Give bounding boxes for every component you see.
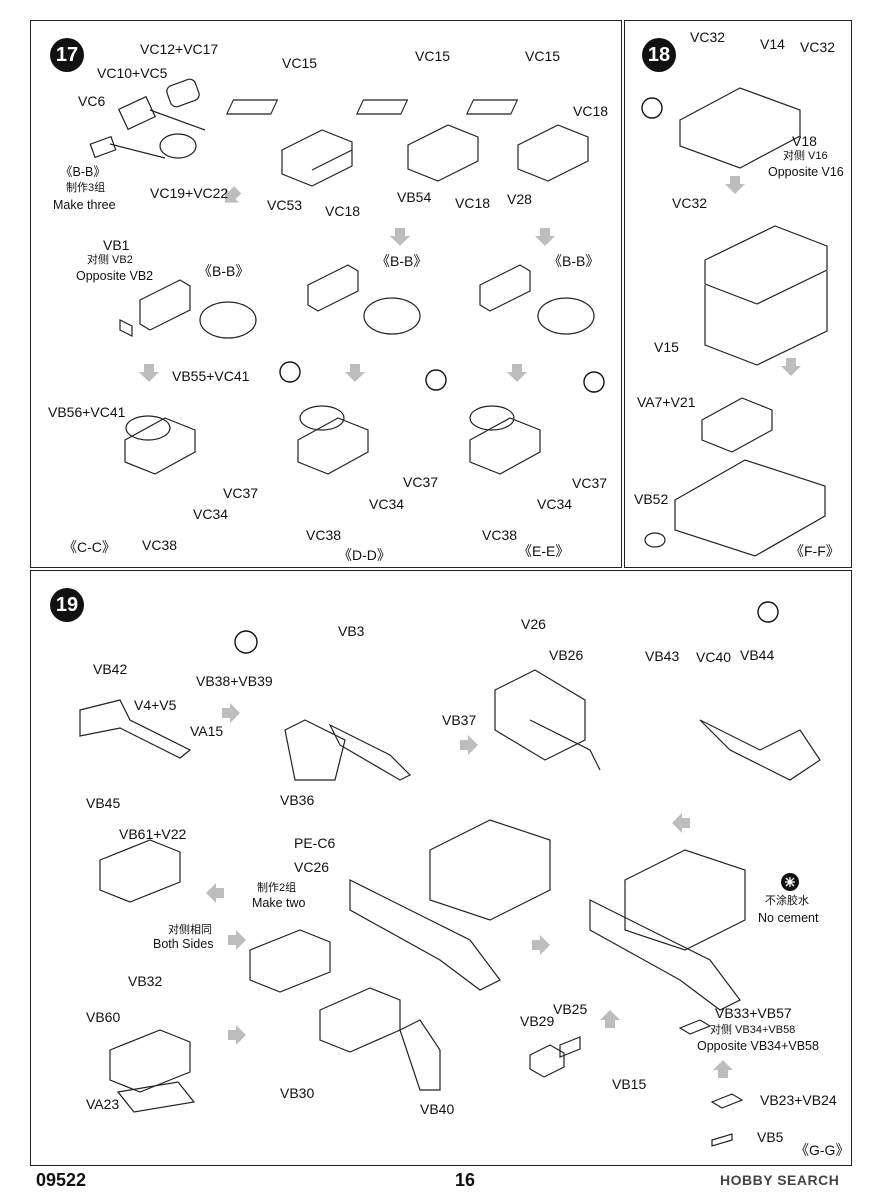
label-opposite-vb2-en: Opposite VB2 [76,269,154,283]
label-vb5: VB5 [757,1129,784,1145]
label-bb-1: 《B-B》 [60,165,106,179]
watermark-logo: HOBBY SEARCH [720,1172,840,1188]
label-vb40: VB40 [420,1101,455,1117]
label-vc18-a: VC18 [325,203,361,219]
label-vb52: VB52 [634,491,669,507]
label-no-cement-en: No cement [758,911,819,925]
label-v14: V14 [760,36,785,52]
label-v28: V28 [507,191,532,207]
label-vc15-c: VC15 [525,48,561,64]
label-opposite-vb2-cn: 对侧 VB2 [87,254,133,266]
label-vb25: VB25 [553,1001,588,1017]
label-vc26: VC26 [294,859,330,875]
label-va7-v21: VA7+V21 [637,394,696,410]
label-va15: VA15 [190,723,224,739]
label-va23: VA23 [86,1096,120,1112]
label-vb29: VB29 [520,1013,555,1029]
label-opposite-vb34-cn: 对侧 VB34+VB58 [710,1024,796,1036]
label-no-cement-cn: 不涂胶水 [765,895,809,907]
label-opposite-v16-en: Opposite V16 [768,165,844,179]
label-bb-2: 《B-B》 [198,263,250,279]
label-vb55-vc41: VB55+VC41 [172,368,250,384]
label-vb37: VB37 [442,712,477,728]
label-vc34-a: VC34 [193,506,229,522]
label-make-two-en: Make two [252,896,306,910]
label-vb42: VB42 [93,661,128,677]
label-gg: 《G-G》 [795,1142,850,1158]
label-vb60: VB60 [86,1009,121,1025]
label-vc32-b: VC32 [800,39,836,55]
label-ff: 《F-F》 [790,543,840,559]
label-v15: V15 [654,339,679,355]
step-18-number: 18 [642,38,676,72]
page-number: 16 [455,1170,476,1190]
label-bb-4: 《B-B》 [548,253,600,269]
label-make-three-cn: 制作3组 [66,182,106,194]
label-vb38-vb39: VB38+VB39 [196,673,273,689]
label-vb54: VB54 [397,189,432,205]
label-vc38-a: VC38 [142,537,178,553]
label-opposite-vb34-en: Opposite VB34+VB58 [697,1039,819,1053]
label-vc40: VC40 [696,649,732,665]
label-vc15-a: VC15 [282,55,318,71]
label-make-two-cn: 制作2组 [257,882,297,894]
label-ee: 《E-E》 [518,543,570,559]
label-vc6: VC6 [78,93,106,109]
label-vc37-b: VC37 [403,474,439,490]
label-vc37-c: VC37 [572,475,608,491]
label-v4-v5: V4+V5 [134,697,177,713]
label-make-three-en: Make three [53,198,116,212]
label-vb45: VB45 [86,795,121,811]
label-both-sides-en: Both Sides [153,937,214,951]
label-vc34-c: VC34 [537,496,573,512]
label-vc12-vc17: VC12+VC17 [140,41,219,57]
label-bb-3: 《B-B》 [376,253,428,269]
label-opposite-v16-cn: 对侧 V16 [783,150,828,162]
label-vc10-vc5: VC10+VC5 [97,65,168,81]
label-vb1: VB1 [103,237,130,253]
label-vb32: VB32 [128,973,163,989]
label-vb56-vc41: VB56+VC41 [48,404,126,420]
label-v26: V26 [521,616,546,632]
label-vb26: VB26 [549,647,584,663]
label-v18: V18 [792,133,817,149]
label-both-sides-cn: 对侧相同 [168,924,212,936]
label-vc32-a: VC32 [690,29,726,45]
label-vc34-b: VC34 [369,496,405,512]
label-vb15: VB15 [612,1076,647,1092]
label-vb43: VB43 [645,648,680,664]
label-vc18-c: VC18 [573,103,609,119]
label-vb61-v22: VB61+V22 [119,826,187,842]
label-vb44: VB44 [740,647,775,663]
label-pe-c6: PE-C6 [294,835,336,851]
label-vc19-vc22: VC19+VC22 [150,185,229,201]
label-vb36: VB36 [280,792,315,808]
label-vc38-c: VC38 [482,527,518,543]
label-vc37-a: VC37 [223,485,259,501]
label-vc18-b: VC18 [455,195,491,211]
step-19-panel [30,570,852,1166]
step-17-number: 17 [50,38,84,72]
label-vb23-vb24: VB23+VB24 [760,1092,837,1108]
label-vc53: VC53 [267,197,303,213]
label-vc38-b: VC38 [306,527,342,543]
label-dd: 《D-D》 [338,547,391,563]
label-vb3: VB3 [338,623,365,639]
label-vb33-vb57: VB33+VB57 [715,1005,792,1021]
step-19-number: 19 [50,588,84,622]
label-vc32-c: VC32 [672,195,708,211]
label-vc15-b: VC15 [415,48,451,64]
label-cc: 《C-C》 [63,539,116,555]
label-vb30: VB30 [280,1085,315,1101]
product-code: 09522 [36,1170,87,1190]
